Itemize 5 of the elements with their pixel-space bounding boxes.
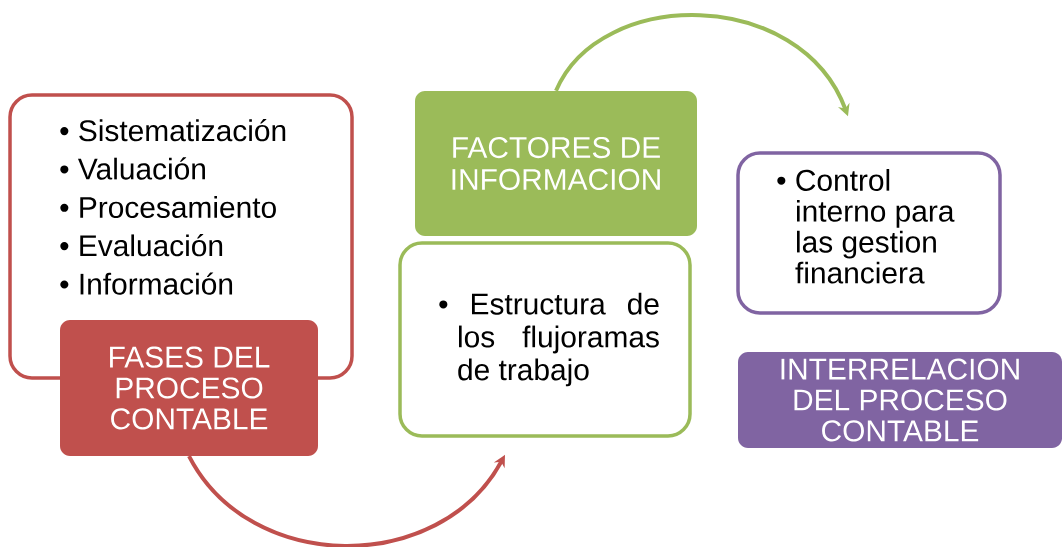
bullet-list-box: • Estructura de los flujoramas de trabajo (398, 241, 692, 438)
title-box: FACTORES DE INFORMACION (415, 91, 697, 236)
title-box: FASES DEL PROCESO CONTABLE (60, 320, 318, 456)
bullet-list-box: • Control interno para las gestion financiera (736, 151, 1002, 315)
title-box: INTERRELACION DEL PROCESO CONTABLE (738, 352, 1062, 448)
